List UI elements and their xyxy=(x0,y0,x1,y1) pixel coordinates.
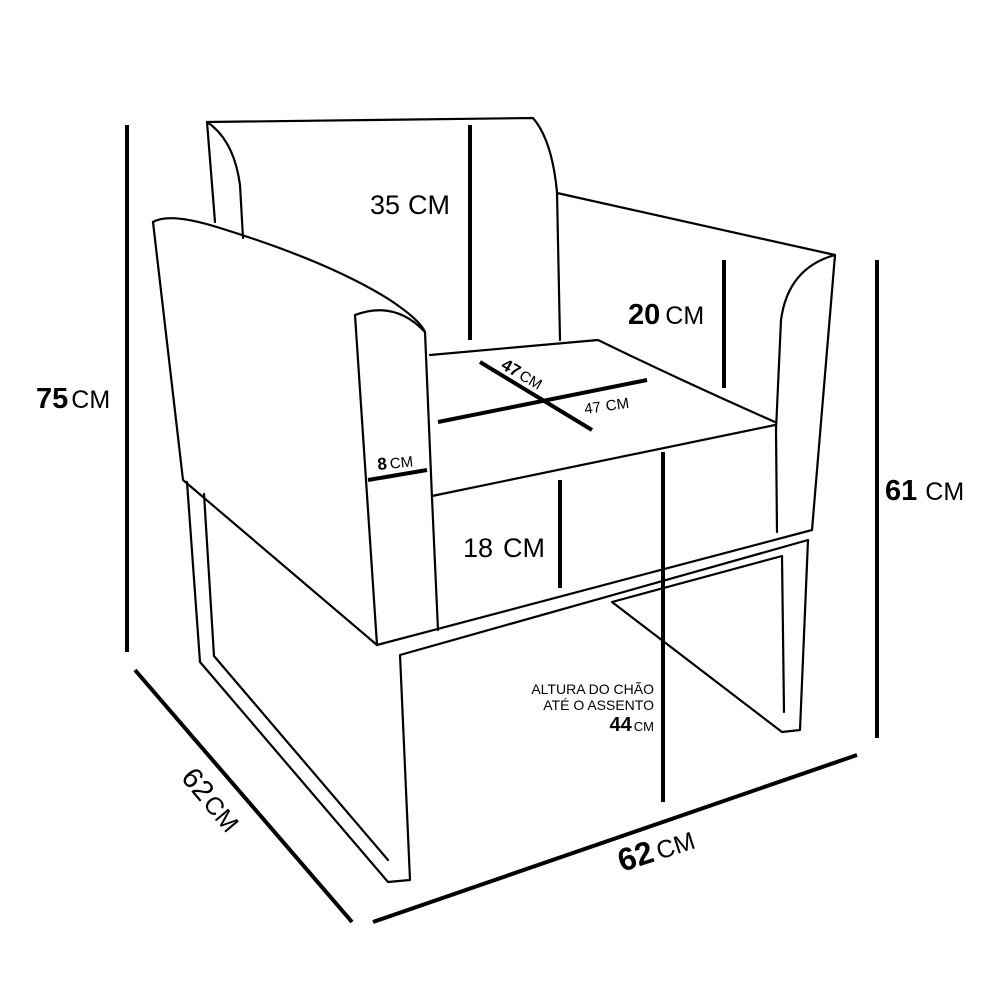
svg-text:ALTURA DO CHÃO: ALTURA DO CHÃO xyxy=(531,681,654,697)
width-label: 62CM xyxy=(613,820,699,878)
dimension-lines xyxy=(125,125,879,924)
svg-text:ATÉ O ASSENTO: ATÉ O ASSENTO xyxy=(543,697,654,713)
depth-label: 62CM xyxy=(175,762,247,839)
chair-outline xyxy=(151,116,837,884)
seat-depth-line xyxy=(478,360,594,432)
arm-width-label: 8CM xyxy=(376,451,414,474)
seat-width-line xyxy=(437,378,648,424)
depth-line xyxy=(133,668,354,924)
arm-width-line xyxy=(367,468,428,482)
width-line xyxy=(372,753,858,924)
